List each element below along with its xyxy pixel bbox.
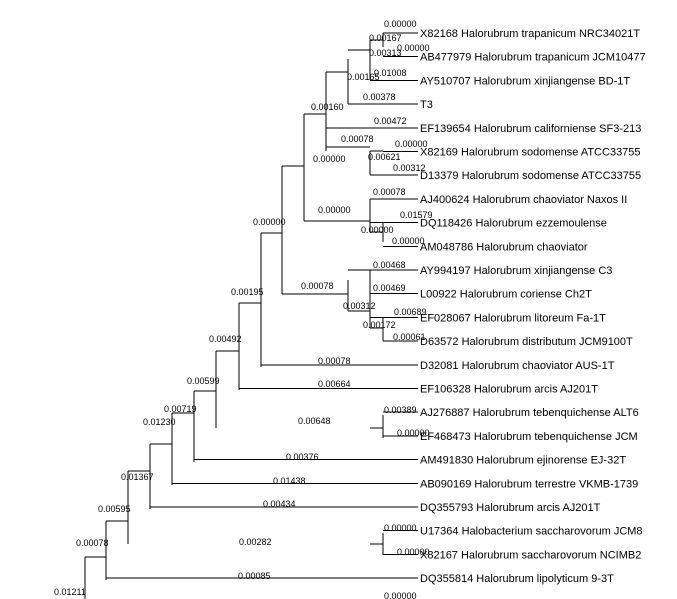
branch-length-label: 0.00000 xyxy=(384,19,417,29)
branch-length-label: 0.01008 xyxy=(374,68,407,78)
branch-length-label: 0.00000 xyxy=(395,139,428,149)
branch-length-label: 0.00165 xyxy=(347,72,380,82)
branch-length-label: 0.01438 xyxy=(273,476,306,486)
taxon-label: AY994197 Halorubrum xinjiangense C3 xyxy=(420,265,612,277)
taxon-label: X82169 Halorubrum sodomense ATCC33755 xyxy=(420,147,641,159)
branch-length-label: 0.00078 xyxy=(318,356,351,366)
branch-length-label: 0.01230 xyxy=(143,417,176,427)
tree-branches xyxy=(84,32,418,599)
branch-length-label: 0.00000 xyxy=(397,43,430,53)
branch-length-label: 0.00000 xyxy=(397,547,430,557)
taxon-label: AB477979 Halorubrum trapanicum JCM10477 xyxy=(420,52,646,64)
branch-length-label: 0.00313 xyxy=(369,48,402,58)
taxon-label: DQ118426 Halorubrum ezzemoulense xyxy=(420,218,607,230)
branch-length-label: 0.00000 xyxy=(318,205,351,215)
branch-length-label: 0.00282 xyxy=(239,537,272,547)
branch-length-label: 0.00000 xyxy=(253,217,286,227)
taxon-label: D32081 Halorubrum chaoviator AUS-1T xyxy=(420,360,615,372)
taxon-label: EF468473 Halorubrum tebenquichense JCM xyxy=(420,431,638,443)
branch-length-label: 0.00000 xyxy=(384,591,417,599)
taxon-label: EF106328 Halorubrum arcis AJ201T xyxy=(420,384,598,396)
branch-length-label: 0.01367 xyxy=(121,472,154,482)
branch-length-labels: 0.000000.001670.000000.003130.010080.001… xyxy=(54,19,433,599)
branch-length-label: 0.00172 xyxy=(363,320,396,330)
taxon-label: AY510707 Halorubrum xinjiangense BD-1T xyxy=(420,75,630,87)
branch-length-label: 0.00000 xyxy=(397,428,430,438)
taxon-label: DQ355793 Halorubrum arcis AJ201T xyxy=(420,502,601,514)
branch-length-label: 0.01579 xyxy=(400,210,433,220)
branch-length-label: 0.00078 xyxy=(341,134,374,144)
branch-length-label: 0.00312 xyxy=(343,301,376,311)
taxon-label: AM491830 Halorubrum ejinorense EJ-32T xyxy=(420,455,626,467)
taxon-label: AM048786 Halorubrum chaoviator xyxy=(420,241,588,253)
branch-length-label: 0.00085 xyxy=(238,571,271,581)
branch-length-label: 0.00664 xyxy=(318,379,351,389)
taxon-label: EF028067 Halorubrum litoreum Fa-1T xyxy=(420,312,606,324)
branch-length-label: 0.00078 xyxy=(76,538,109,548)
branch-length-label: 0.00078 xyxy=(301,281,334,291)
branch-length-label: 0.00492 xyxy=(209,334,242,344)
branch-length-label: 0.00472 xyxy=(374,116,407,126)
taxon-label: D63572 Halorubrum distributum JCM9100T xyxy=(420,336,633,348)
branch-length-label: 0.00719 xyxy=(164,404,197,414)
taxon-label: AJ400624 Halorubrum chaoviator Naxos II xyxy=(420,194,627,206)
branch-length-label: 0.00469 xyxy=(373,283,406,293)
taxon-label: X82168 Halorubrum trapanicum NRC34021T xyxy=(420,28,640,40)
taxon-label: T3 xyxy=(420,99,433,111)
branch-length-label: 0.00078 xyxy=(373,187,406,197)
branch-length-label: 0.00000 xyxy=(361,225,394,235)
taxon-label: AJ276887 Halorubrum tebenquichense ALT6 xyxy=(420,407,639,419)
branch-length-label: 0.00599 xyxy=(187,376,220,386)
branch-length-label: 0.00648 xyxy=(298,416,331,426)
branch-length-label: 0.00376 xyxy=(286,452,319,462)
taxon-label: U17364 Halobacterium saccharovorum JCM8 xyxy=(420,526,643,538)
taxon-label: EF139654 Halorubrum californiense SF3-21… xyxy=(420,123,641,135)
branch-length-label: 0.00312 xyxy=(393,163,426,173)
branch-length-label: 0.00621 xyxy=(368,152,401,162)
branch-length-label: 0.00434 xyxy=(263,499,296,509)
taxon-labels: X82168 Halorubrum trapanicum NRC34021T AB… xyxy=(420,28,646,585)
branch-length-label: 0.00595 xyxy=(98,504,131,514)
branch-length-label: 0.00389 xyxy=(384,405,417,415)
branch-length-label: 0.00000 xyxy=(384,523,417,533)
branch-length-label: 0.00378 xyxy=(363,92,396,102)
taxon-label: L00922 Halorubrum coriense Ch2T xyxy=(420,289,592,301)
taxon-label: X82167 Halorubrum saccharovorum NCIMB2 xyxy=(420,549,641,561)
branch-length-label: 0.00000 xyxy=(313,154,346,164)
branch-length-label: 0.00160 xyxy=(311,102,344,112)
branch-length-label: 0.00468 xyxy=(373,260,406,270)
branch-length-label: 0.00061 xyxy=(393,332,426,342)
taxon-label: D13379 Halorubrum sodomense ATCC33755 xyxy=(420,170,641,182)
branch-length-label: 0.00195 xyxy=(231,287,264,297)
branch-length-label: 0.00689 xyxy=(394,307,427,317)
branch-length-label: 0.00167 xyxy=(369,33,402,43)
branch-length-label: 0.00000 xyxy=(392,236,425,246)
taxon-label: AB090169 Halorubrum terrestre VKMB-1739 xyxy=(420,478,638,490)
branch-length-label: 0.01211 xyxy=(54,587,86,597)
taxon-label: DQ355814 Halorubrum lipolyticum 9-3T xyxy=(420,573,614,585)
